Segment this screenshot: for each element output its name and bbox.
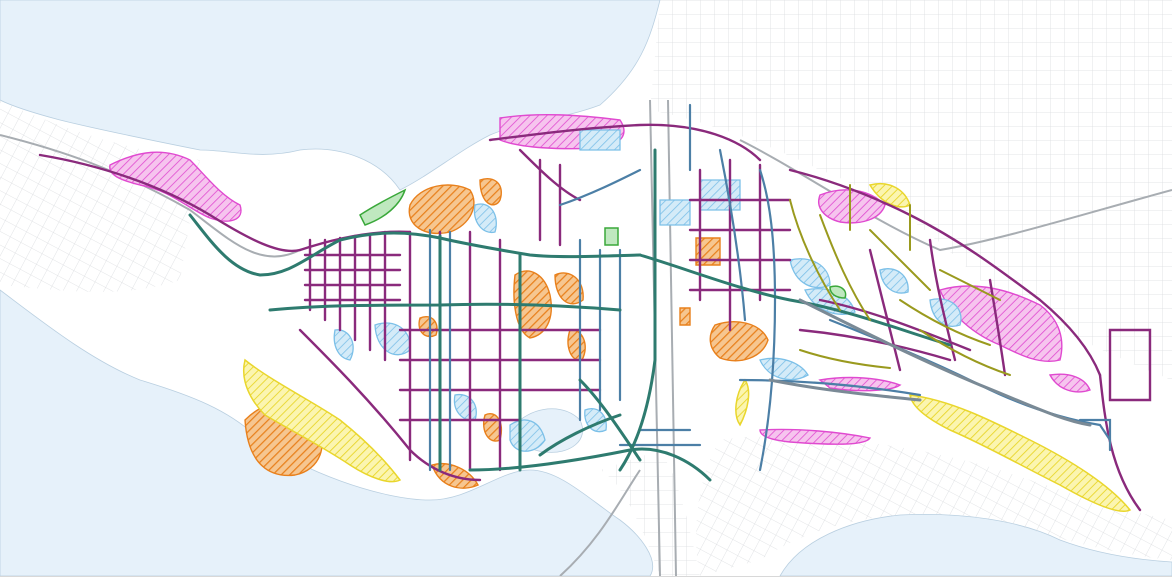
zone-orange-east-2 [709, 321, 769, 362]
zone-orange-east [695, 237, 721, 266]
zone-orange-small-1 [418, 316, 438, 338]
zone-green-east [829, 285, 847, 299]
zone-blue-east-4 [929, 298, 962, 327]
zone-magenta-central-east [818, 376, 902, 392]
zone-magenta-east [939, 285, 1063, 362]
zone-yellow-southeast [909, 394, 1132, 512]
zone-blue-east-3 [879, 268, 909, 294]
zone-magenta-southeast-2 [1048, 373, 1091, 393]
zone-blue-east-1 [789, 258, 831, 289]
southeast-lake [779, 514, 1172, 576]
road-network-olive [789, 184, 1011, 376]
zone-orange-north [408, 184, 475, 235]
zones-green [359, 188, 847, 299]
southwest-lake [0, 289, 653, 576]
zone-orange-north-2 [479, 178, 502, 206]
north-lake [0, 0, 661, 191]
base-highways [0, 99, 1172, 576]
road-network-teal [188, 148, 952, 482]
zone-blue-ne-2 [659, 199, 691, 226]
zone-green-north [359, 188, 407, 226]
zone-blue-south-east [759, 357, 809, 381]
zone-blue-ne-1 [699, 179, 741, 211]
zone-blue-west-2 [333, 329, 354, 361]
zone-orange-center-2 [554, 272, 584, 305]
zone-magenta-southeast [759, 428, 872, 445]
zones-yellow [243, 183, 1132, 512]
zone-yellow-center-south [735, 378, 750, 427]
zone-yellow-southwest [243, 358, 402, 483]
road-network-grey [768, 298, 1092, 427]
zone-orange-east-3 [679, 307, 691, 326]
zone-green-center [604, 227, 619, 246]
zone-blue-north [579, 129, 621, 151]
zone-blue-northcenter [473, 203, 497, 234]
zones-orange [244, 178, 769, 489]
zone-magenta-northwest [109, 151, 242, 222]
